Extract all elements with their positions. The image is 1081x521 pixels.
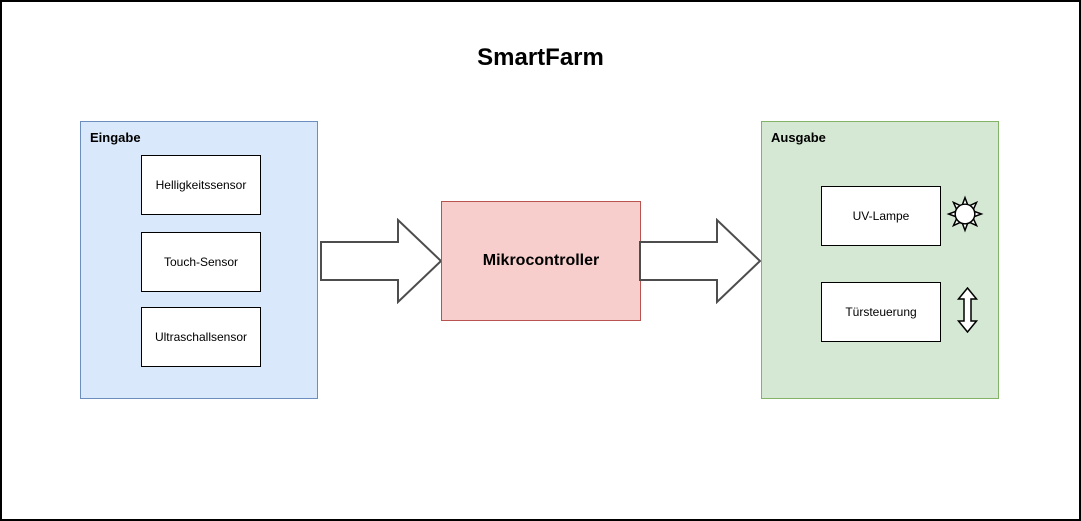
node-uv-lampe-label: UV-Lampe: [852, 209, 910, 223]
input-group-label: Eingabe: [90, 130, 141, 145]
arrow-input-to-controller-shape: [320, 218, 443, 304]
controller-node: Mikrocontroller: [441, 201, 641, 321]
node-touch-sensor-label: Touch-Sensor: [163, 255, 239, 269]
arrow-controller-to-output-shape: [639, 218, 762, 304]
arrow-input-to-controller-icon: [320, 218, 443, 304]
node-tuersteuerung-label: Türsteuerung: [845, 305, 917, 319]
input-group: Eingabe Helligkeitssensor Touch-Sensor U…: [80, 121, 318, 399]
node-ultraschallsensor-label: Ultraschallsensor: [154, 330, 248, 344]
vertical-double-arrow-shape: [957, 287, 978, 333]
node-ultraschallsensor: Ultraschallsensor: [141, 307, 261, 367]
controller-label: Mikrocontroller: [482, 252, 600, 269]
diagram-title: SmartFarm: [477, 44, 604, 71]
output-group-label: Ausgabe: [771, 130, 826, 145]
arrow-controller-to-output-icon: [639, 218, 762, 304]
sun-icon: [946, 195, 984, 233]
node-tuersteuerung: Türsteuerung: [821, 282, 941, 342]
sun-core: [954, 203, 976, 225]
vertical-double-arrow-icon: [957, 287, 978, 333]
node-uv-lampe: UV-Lampe: [821, 186, 941, 246]
node-touch-sensor: Touch-Sensor: [141, 232, 261, 292]
node-helligkeitssensor: Helligkeitssensor: [141, 155, 261, 215]
node-helligkeitssensor-label: Helligkeitssensor: [155, 178, 247, 192]
output-group: Ausgabe UV-Lampe Türsteuerung: [761, 121, 999, 399]
